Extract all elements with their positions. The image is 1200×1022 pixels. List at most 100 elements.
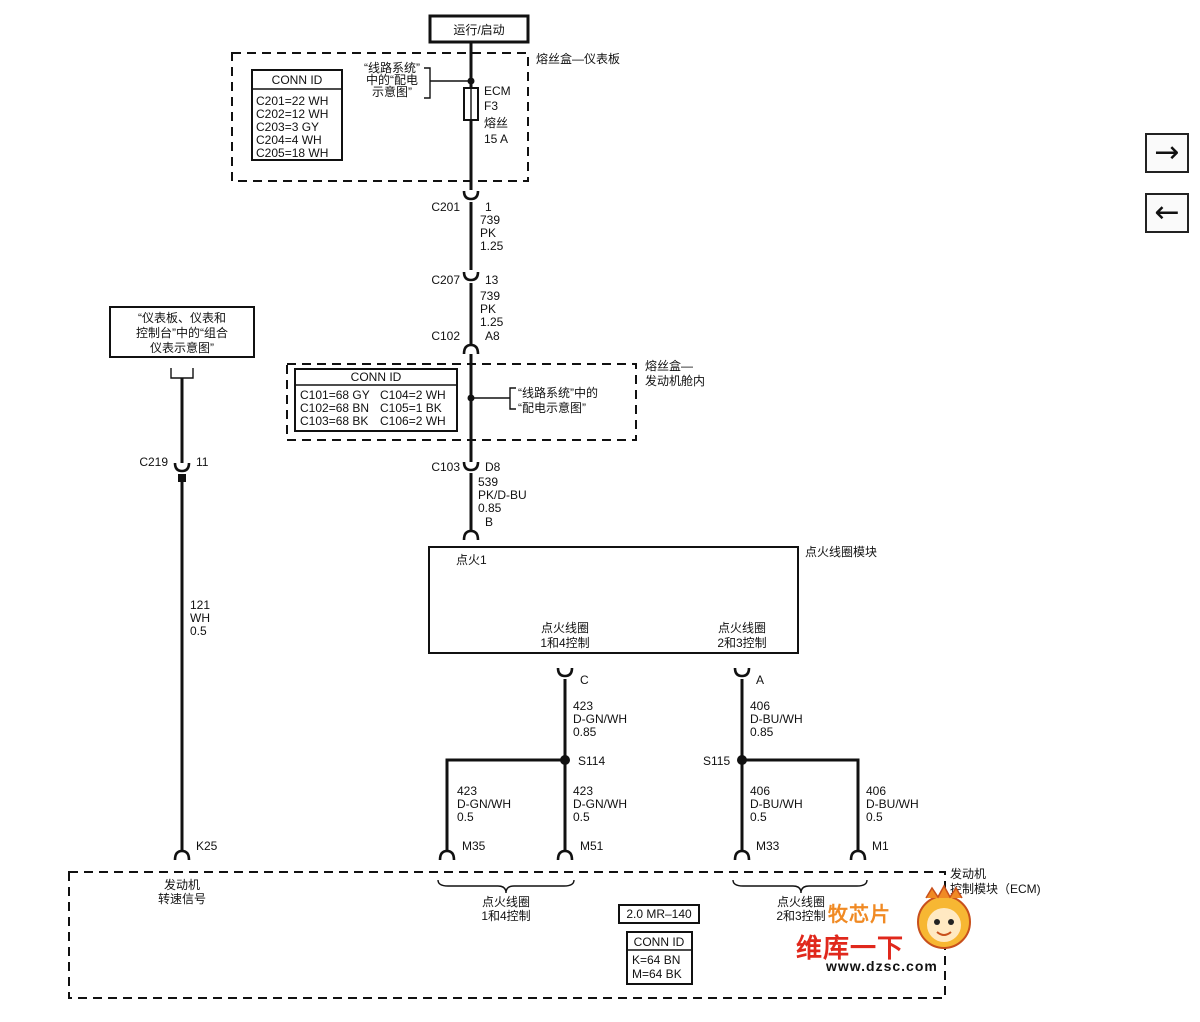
connector-coil-b <box>462 529 480 541</box>
fuse-label-1: ECM <box>484 84 511 98</box>
connector-m35 <box>438 849 456 861</box>
ignition-coil-module <box>428 546 799 654</box>
cluster-ref-line-3: 仪表示意图” <box>150 340 214 355</box>
branch-m33-circuit: 406 <box>750 784 770 798</box>
wire-121-circuit: 121 <box>190 598 210 612</box>
wire-423-gauge: 0.85 <box>573 725 597 739</box>
coil-pin-c: C <box>580 673 589 687</box>
connector-c103 <box>462 461 480 472</box>
watermark-logo <box>917 884 971 949</box>
pin-m35-label: M35 <box>462 839 486 853</box>
ecm-brace-14 <box>437 879 575 894</box>
wire-739-lower-gauge: 1.25 <box>480 315 504 329</box>
connector-coil-a <box>733 667 751 678</box>
fuse-box-ip-title: 熔丝盒—仪表板 <box>536 51 620 66</box>
branch-m35-gauge: 0.5 <box>457 810 474 824</box>
coil-pin-a: A <box>756 673 764 687</box>
c207-pin: 13 <box>485 273 499 287</box>
fuse-box-ip-conn-title: CONN ID <box>272 73 323 87</box>
prev-page-button[interactable]: ← <box>1145 193 1189 233</box>
wire-branch-m1 <box>742 758 860 850</box>
ecm-title-1: 发动机 <box>950 866 986 881</box>
c103-pin: D8 <box>485 460 501 474</box>
c201-label: C201 <box>431 200 460 214</box>
fuse-box-eng-conn-c105: C105=1 BK <box>380 401 442 415</box>
branch-m35-color: D-GN/WH <box>457 797 511 811</box>
c219-label: C219 <box>139 455 168 469</box>
wire-121-gauge: 0.5 <box>190 624 207 638</box>
splice-s115-label: S115 <box>703 754 730 768</box>
fuse-box-eng-outline <box>286 363 637 441</box>
wire-121-color: WH <box>190 611 210 625</box>
fuse-box-ip-conn-c204: C204=4 WH <box>256 133 322 147</box>
fuse-box-ip-conn-c201: C201=22 WH <box>256 94 328 108</box>
wire-539-color: PK/D-BU <box>478 488 527 502</box>
c219-pin: 11 <box>196 455 209 469</box>
connector-c102 <box>462 343 480 355</box>
engine-code-box <box>618 904 700 924</box>
fuse-label-2: F3 <box>484 99 498 113</box>
branch-m51-gauge: 0.5 <box>573 810 590 824</box>
coil-ctrl14-label-2: 1和4控制 <box>540 636 589 650</box>
branch-m51-color: D-GN/WH <box>573 797 627 811</box>
fuse-box-eng-ref-bracket <box>471 387 516 410</box>
cluster-ref-bracket <box>170 368 194 379</box>
wire-739-upper-gauge: 1.25 <box>480 239 504 253</box>
branch-m51-circuit: 423 <box>573 784 593 798</box>
fuse-box-eng-conn-c104: C104=2 WH <box>380 388 446 402</box>
ecm-ctrl14-label-1: 点火线圈 <box>482 895 530 909</box>
wire-406-circuit: 406 <box>750 699 770 713</box>
wire-539-gauge: 0.85 <box>478 501 502 515</box>
ecm-title-2: 控制模块（ECM) <box>950 882 1041 896</box>
fuse-box-ip-ref-1: “线路系统” <box>364 60 420 75</box>
wire-423-circuit: 423 <box>573 699 593 713</box>
fuse-label-4: 15 A <box>484 132 508 146</box>
fuse-box-ip-conn-c203: C203=3 GY <box>256 120 319 134</box>
power-source-label: 运行/启动 <box>453 23 504 37</box>
c207-label: C207 <box>431 273 460 287</box>
connector-m33 <box>733 849 751 861</box>
splice-s114-label: S114 <box>578 754 605 768</box>
coil-ctrl23-label-1: 点火线圈 <box>718 621 766 635</box>
c102-label: C102 <box>431 329 460 343</box>
ecm-conn-table <box>626 931 693 985</box>
engine-code-label: 2.0 MR–140 <box>626 907 692 921</box>
fuse-box-eng-conn-c101: C101=68 GY <box>300 388 370 402</box>
wire-branch-m35 <box>445 758 565 850</box>
fuse-box-ip-ref-3: 示意图” <box>372 84 412 99</box>
fuse-box-eng-ref-2: “配电示意图” <box>518 400 586 415</box>
wire-739-lower-circuit: 739 <box>480 289 500 303</box>
watermark-middle: 维库一下 <box>796 933 905 963</box>
connector-coil-c <box>556 667 574 678</box>
coil-pin-b: B <box>485 515 493 529</box>
wire-739-upper-color: PK <box>480 226 496 240</box>
wire-406-gauge: 0.85 <box>750 725 774 739</box>
next-page-button[interactable]: → <box>1145 133 1189 173</box>
connector-k25 <box>173 849 191 861</box>
fuse-box-eng-title-1: 熔丝盒— <box>645 358 693 373</box>
wire-539-circuit: 539 <box>478 475 498 489</box>
connector-c219 <box>173 462 191 473</box>
coil-module-title: 点火线圈模块 <box>805 545 877 559</box>
cluster-ref-line-1: “仪表板、仪表和 <box>138 311 226 325</box>
fuse-box-eng-conn-table <box>294 368 458 432</box>
wire-406-color: D-BU/WH <box>750 712 803 726</box>
ecm-rpm-label-2: 转速信号 <box>158 891 206 906</box>
arrow-right-icon: → <box>1154 135 1180 170</box>
ecm-ctrl14-label-2: 1和4控制 <box>481 909 530 923</box>
watermark-url: www.dzsc.com <box>826 958 938 974</box>
arrow-left-icon: ← <box>1154 195 1180 230</box>
fuse-box-ip-ref-2: 中的“配电 <box>366 72 418 87</box>
fuse-box-eng-ref-1: “线路系统”中的 <box>518 385 598 400</box>
connector-m51 <box>556 849 574 861</box>
ecm-conn-m: M=64 BK <box>632 967 682 981</box>
fuse-box-ip-conn-c202: C202=12 WH <box>256 107 328 121</box>
watermark-top: 牧芯片 <box>828 904 891 926</box>
branch-m1-gauge: 0.5 <box>866 810 883 824</box>
pin-m33-label: M33 <box>756 839 780 853</box>
coil-ctrl14-label-1: 点火线圈 <box>541 621 589 635</box>
wire-423-color: D-GN/WH <box>573 712 627 726</box>
fuse-box-eng-conn-c103: C103=68 BK <box>300 414 368 428</box>
branch-m1-circuit: 406 <box>866 784 886 798</box>
cluster-ref-box <box>109 306 255 358</box>
